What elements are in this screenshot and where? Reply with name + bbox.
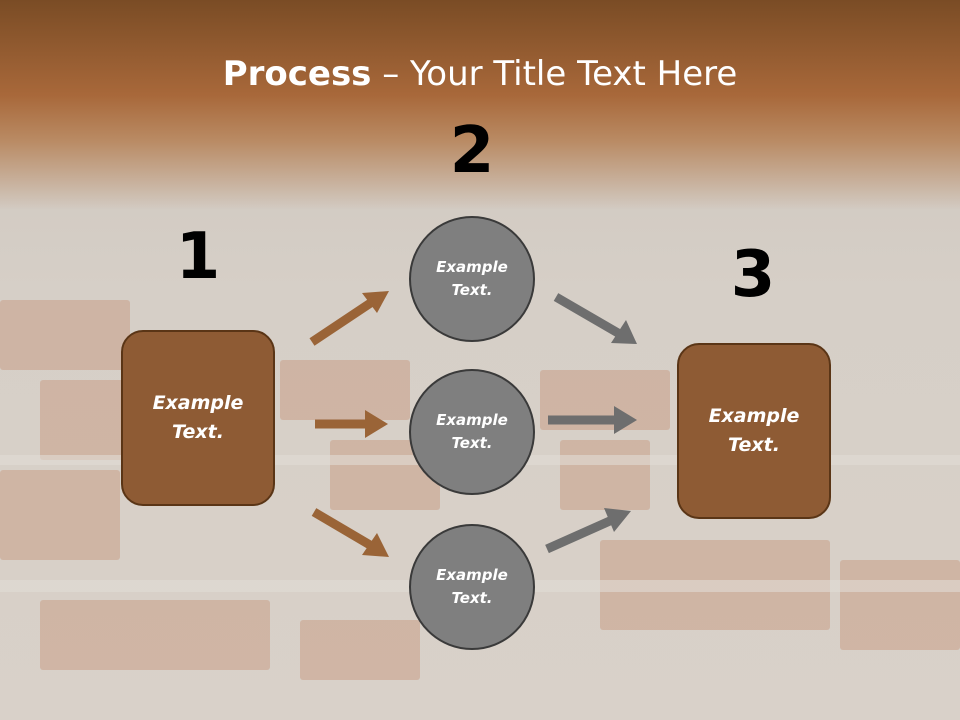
end-box-line1: Example <box>708 405 800 427</box>
title-bold: Process <box>222 54 372 94</box>
circle-middle-line2: Text. <box>451 434 493 452</box>
circle-top-line2: Text. <box>451 281 493 299</box>
start-box-line2: Text. <box>172 421 224 443</box>
step-number-1: 1 <box>175 220 221 294</box>
step-number-2: 2 <box>449 114 495 188</box>
circle-middle-line1: Example <box>436 411 508 429</box>
step-number-3: 3 <box>730 238 776 312</box>
circle-bottom-line1: Example <box>436 566 508 584</box>
end-box-line2: Text. <box>728 434 780 456</box>
start-box-line1: Example <box>152 392 244 414</box>
circle-bottom-line2: Text. <box>451 589 493 607</box>
slide-title: Process – Your Title Text Here <box>0 52 960 96</box>
title-rest: – Your Title Text Here <box>371 54 738 94</box>
circle-top-line1: Example <box>436 258 508 276</box>
